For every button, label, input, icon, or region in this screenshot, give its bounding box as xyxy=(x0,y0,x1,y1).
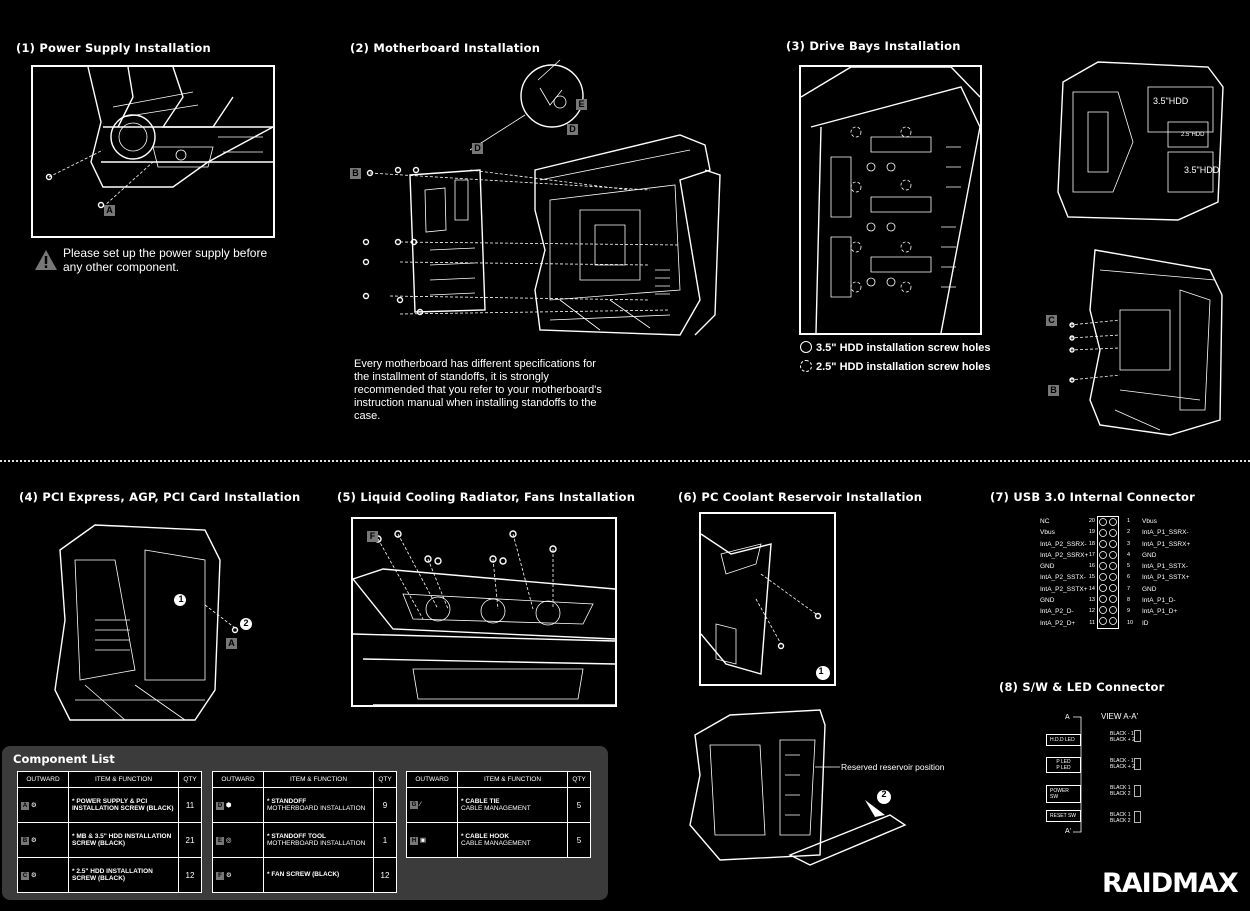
pci-drawing xyxy=(54,524,252,721)
a-top-label: A xyxy=(1065,714,1070,721)
hdd-led-connector: H.D.D LED xyxy=(1046,734,1081,746)
section-2-title: (2) Motherboard Installation xyxy=(350,41,541,55)
screw-icon: ⚙ xyxy=(30,871,37,879)
reservoir-drawing xyxy=(700,533,830,680)
view-label: VIEW A-A' xyxy=(1101,712,1139,721)
power-switch-connector: POWER SW xyxy=(1046,785,1081,803)
reset-switch-connector: RESET SW xyxy=(1046,810,1081,822)
section-4-title: (4) PCI Express, AGP, PCI Card Installat… xyxy=(19,490,301,504)
step-2-marker: 2 xyxy=(243,618,249,628)
screw-icon: ⚙ xyxy=(30,836,37,844)
solid-circle-icon xyxy=(800,341,812,353)
pin-headers xyxy=(1134,730,1141,823)
hdd-bay-drawing xyxy=(1057,61,1224,221)
legend-25: 2.5" HDD installation screw holes xyxy=(800,360,991,373)
fan-screw-icon: ⚙ xyxy=(225,871,232,879)
motherboard-drawing xyxy=(362,59,721,336)
section-6-title: (6) PC Coolant Reservoir Installation xyxy=(678,490,923,504)
reservoir-illustration xyxy=(699,512,836,686)
label-e: E xyxy=(576,99,587,110)
radiator-drawing xyxy=(352,530,616,706)
screw-icon: ⚙ xyxy=(30,801,37,809)
cable-tie-icon: ∕ xyxy=(419,801,421,808)
drive-bay-illustration xyxy=(799,65,982,335)
label-a: A xyxy=(104,205,115,216)
table-row: C ⚙ * 2.5" HDD INSTALLATION SCREW (BLACK… xyxy=(17,857,202,893)
screw-holes-25 xyxy=(850,126,912,293)
motherboard-note: Every motherboard has different specific… xyxy=(354,358,602,422)
table-row: B ⚙ * MB & 3.5" HDD INSTALLATION SCREW (… xyxy=(17,822,202,858)
label-d-magnified: D xyxy=(567,124,578,135)
cable-hook-icon: ▣ xyxy=(419,836,426,844)
dashed-circle-icon xyxy=(800,360,812,372)
component-list-title: Component List xyxy=(13,752,115,766)
drive-bay-drawing xyxy=(800,66,981,334)
standoff-icon: ⬢ xyxy=(225,801,232,809)
table-row: F ⚙ * FAN SCREW (BLACK) 12 xyxy=(212,857,397,893)
step-1-marker: 1 xyxy=(178,594,184,604)
section-5-title: (5) Liquid Cooling Radiator, Fans Instal… xyxy=(337,490,636,504)
psu-warning-text: Please set up the power supply before an… xyxy=(63,246,268,274)
screw-holes-35 xyxy=(866,162,896,287)
bay-label-35-top: 3.5"HDD xyxy=(1153,96,1189,106)
label-f: F xyxy=(367,531,378,542)
bay-label-25: 2.5"HDD xyxy=(1181,132,1205,138)
warning-icon xyxy=(35,250,57,270)
step-2-reservoir: 2 xyxy=(881,789,887,799)
section-1-title: (1) Power Supply Installation xyxy=(16,41,211,55)
section-7-title: (7) USB 3.0 Internal Connector xyxy=(990,490,1196,504)
standoff-tool-icon: ◎ xyxy=(225,836,232,844)
reserved-position-label: Reserved reservoir position xyxy=(841,762,945,772)
table-row: A ⚙ * POWER SUPPLY & PCI INSTALLATION SC… xyxy=(17,787,202,823)
label-d: D xyxy=(472,143,483,154)
step-1-reservoir: 1 xyxy=(818,666,824,676)
section-3-title: (3) Drive Bays Installation xyxy=(786,39,961,53)
hdd-side-drawing xyxy=(1069,249,1223,436)
label-b: B xyxy=(350,168,361,179)
raidmax-logo: RAIDMAX xyxy=(1102,868,1239,899)
section-8-title: (8) S/W & LED Connector xyxy=(999,680,1165,694)
label-c: C xyxy=(1046,315,1057,326)
section-divider xyxy=(0,460,1250,462)
label-b-drive: B xyxy=(1048,385,1059,396)
section-line xyxy=(1073,716,1082,833)
a-bottom-label: A' xyxy=(1065,828,1072,835)
psu-drawing xyxy=(45,66,274,209)
bay-label-35-bottom: 3.5"HDD xyxy=(1184,165,1220,175)
psu-illustration xyxy=(31,65,275,238)
usb-connector-pins xyxy=(1097,516,1119,629)
radiator-illustration xyxy=(351,517,617,707)
label-a-pci: A xyxy=(226,638,237,649)
legend-35: 3.5" HDD installation screw holes xyxy=(800,341,991,354)
reservoir-case-drawing xyxy=(689,709,907,866)
